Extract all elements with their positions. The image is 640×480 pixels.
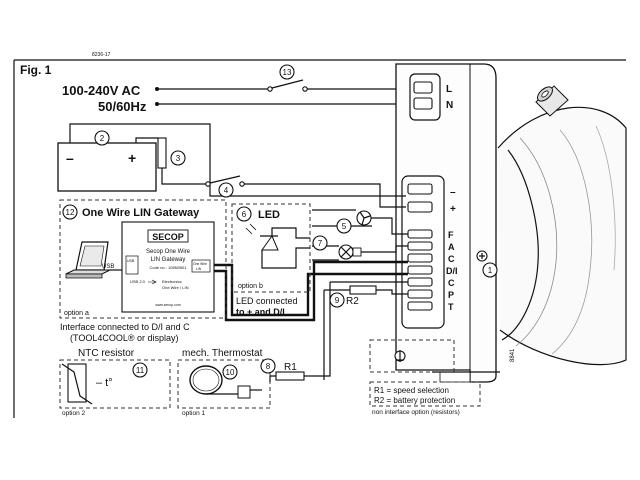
terminal-di: D/I bbox=[446, 266, 458, 276]
r1-label: R1 bbox=[284, 362, 297, 373]
r2-label: R2 bbox=[346, 296, 359, 307]
thermostat-device bbox=[189, 365, 262, 399]
supply-frequency: 50/60Hz bbox=[98, 99, 147, 114]
switch-4 bbox=[209, 175, 241, 184]
supply-voltage: 100-240V AC bbox=[62, 83, 141, 98]
gateway-note-1: Interface connected to D/I and C bbox=[60, 322, 190, 332]
svg-text:5: 5 bbox=[342, 222, 347, 231]
gateway-line1: Secop One Wire bbox=[146, 249, 191, 255]
terminal-f: F bbox=[448, 230, 454, 240]
callout-13 bbox=[279, 64, 295, 80]
thermostat-title: mech. Thermostat bbox=[182, 348, 263, 359]
callout-2 bbox=[94, 130, 110, 146]
ac-connector bbox=[409, 73, 441, 121]
gateway-one-wire: One Wire bbox=[193, 262, 207, 266]
svg-text:3: 3 bbox=[176, 154, 181, 163]
terminal-a: A bbox=[448, 242, 455, 252]
gateway-brand: SECOP bbox=[152, 232, 184, 242]
gateway-electronics: Electronics bbox=[162, 279, 182, 284]
callout-8 bbox=[260, 358, 276, 374]
gateway-code: Code no.: 105N9501 bbox=[150, 265, 188, 270]
ground-box bbox=[369, 339, 455, 373]
ntc-option: option 2 bbox=[62, 410, 86, 417]
callout-6 bbox=[236, 206, 252, 222]
battery bbox=[57, 142, 157, 192]
callout-7 bbox=[312, 235, 328, 251]
legend-box bbox=[369, 381, 481, 407]
svg-text:9: 9 bbox=[335, 296, 340, 305]
thermostat-option: option 1 bbox=[182, 410, 206, 417]
legend-note: non interface option (resistors) bbox=[372, 409, 460, 416]
led-note-2: to + and D/I bbox=[236, 307, 285, 317]
callout-5 bbox=[336, 218, 352, 234]
compressor-body bbox=[497, 106, 627, 366]
svg-text:11: 11 bbox=[136, 366, 145, 375]
gateway-note-2: (TOOL4COOL® or display) bbox=[70, 333, 179, 343]
resistor-r2 bbox=[349, 285, 377, 295]
terminal-minus: – bbox=[450, 187, 456, 198]
legend-r2: R2 = battery protection bbox=[374, 396, 455, 405]
gateway-title: One Wire LIN Gateway bbox=[82, 207, 200, 219]
svg-text:2: 2 bbox=[100, 134, 105, 143]
callout-11 bbox=[132, 362, 148, 378]
interface-wire-c bbox=[212, 260, 408, 322]
connector-pins bbox=[407, 183, 433, 311]
terminal-plus: + bbox=[450, 204, 456, 215]
svg-text:1: 1 bbox=[488, 266, 493, 275]
gateway-option: option a bbox=[64, 310, 89, 317]
callout-12 bbox=[62, 204, 78, 220]
svg-text:6: 6 bbox=[242, 210, 247, 219]
lamp-symbol bbox=[338, 244, 362, 260]
led-option: option b bbox=[238, 283, 263, 290]
figure-label: Fig. 1 bbox=[20, 63, 52, 77]
svg-text:4: 4 bbox=[224, 186, 229, 195]
led-title: LED bbox=[258, 209, 280, 221]
svg-text:13: 13 bbox=[283, 68, 292, 77]
gateway-lin: LIN bbox=[196, 267, 202, 271]
resistor-r1 bbox=[275, 371, 305, 381]
svg-text:12: 12 bbox=[66, 208, 75, 217]
gateway-usb2: USB 2.0 bbox=[130, 279, 146, 284]
gateway-usb-small: USB bbox=[127, 259, 135, 263]
side-code: 8841 bbox=[510, 348, 516, 362]
gateway-ow-lin: One Wire / LIN bbox=[162, 285, 189, 290]
terminal-p: P bbox=[448, 290, 454, 300]
laptop-icon bbox=[65, 241, 111, 279]
callout-1 bbox=[482, 262, 498, 278]
led-diode-symbol bbox=[245, 223, 310, 269]
compressor-fitting bbox=[535, 85, 569, 117]
callout-4 bbox=[218, 182, 234, 198]
svg-text:10: 10 bbox=[226, 368, 235, 377]
terminal-t: T bbox=[448, 302, 454, 312]
terminal-l: L bbox=[446, 84, 452, 95]
gateway-footer: www.secop.com bbox=[155, 303, 180, 307]
callout-3 bbox=[170, 150, 186, 166]
main-switch bbox=[271, 79, 304, 89]
ntc-box bbox=[59, 359, 171, 409]
fan-symbol bbox=[356, 210, 372, 226]
doc-code: 8236-17 bbox=[92, 52, 111, 58]
ntc-title: NTC resistor bbox=[78, 348, 135, 359]
callout-10 bbox=[222, 364, 238, 380]
terminal-c: C bbox=[448, 254, 455, 264]
battery-minus: – bbox=[66, 150, 74, 166]
terminal-n: N bbox=[446, 100, 453, 111]
fuse bbox=[157, 137, 167, 169]
legend-r1: R1 = speed selection bbox=[374, 386, 449, 395]
battery-negative-wire bbox=[69, 123, 406, 197]
gateway-box bbox=[59, 199, 227, 319]
ntc-symbol: – t° bbox=[96, 377, 113, 389]
battery-plus: + bbox=[128, 150, 136, 166]
usb-label: USB bbox=[102, 264, 114, 270]
terminal-c2: C bbox=[448, 278, 455, 288]
svg-text:8: 8 bbox=[266, 362, 271, 371]
thermostat-box bbox=[177, 359, 271, 409]
gateway-line2: LIN Gateway bbox=[151, 257, 186, 263]
svg-text:7: 7 bbox=[318, 239, 323, 248]
led-note-1: LED connected bbox=[236, 296, 298, 306]
interface-wire-di bbox=[212, 263, 408, 317]
